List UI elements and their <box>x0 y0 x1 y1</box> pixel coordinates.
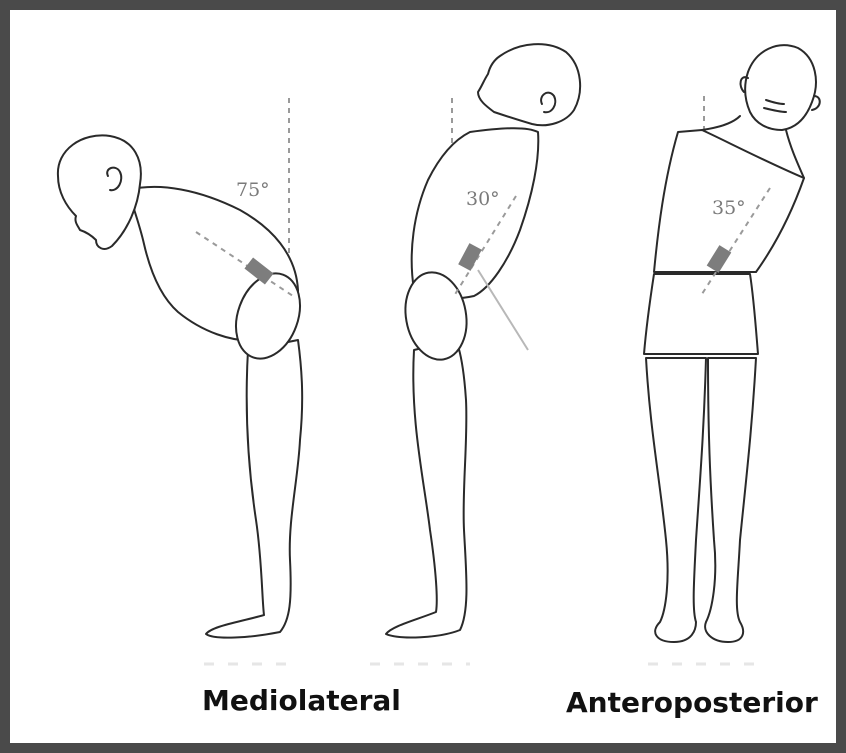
shorts-3 <box>644 274 758 354</box>
angle-label-1: 75° <box>236 179 270 201</box>
legs-1 <box>206 340 302 638</box>
figure-backward-bend: 30° <box>386 44 580 637</box>
angle-label-3: 35° <box>712 197 746 219</box>
figure-side-bend: 35° <box>644 45 820 642</box>
arm-line-2 <box>478 270 528 350</box>
head-1 <box>58 135 141 248</box>
head-3 <box>745 45 816 130</box>
head-2 <box>478 44 580 125</box>
caption-mediolateral: Mediolateral <box>202 684 401 717</box>
right-leg-3 <box>705 358 756 642</box>
legs-2 <box>386 340 467 637</box>
caption-anteroposterior: Anteroposterior <box>566 686 818 719</box>
left-leg-3 <box>646 358 706 642</box>
angle-label-2: 30° <box>466 188 500 210</box>
figure-forward-bend: 75° <box>58 98 311 638</box>
